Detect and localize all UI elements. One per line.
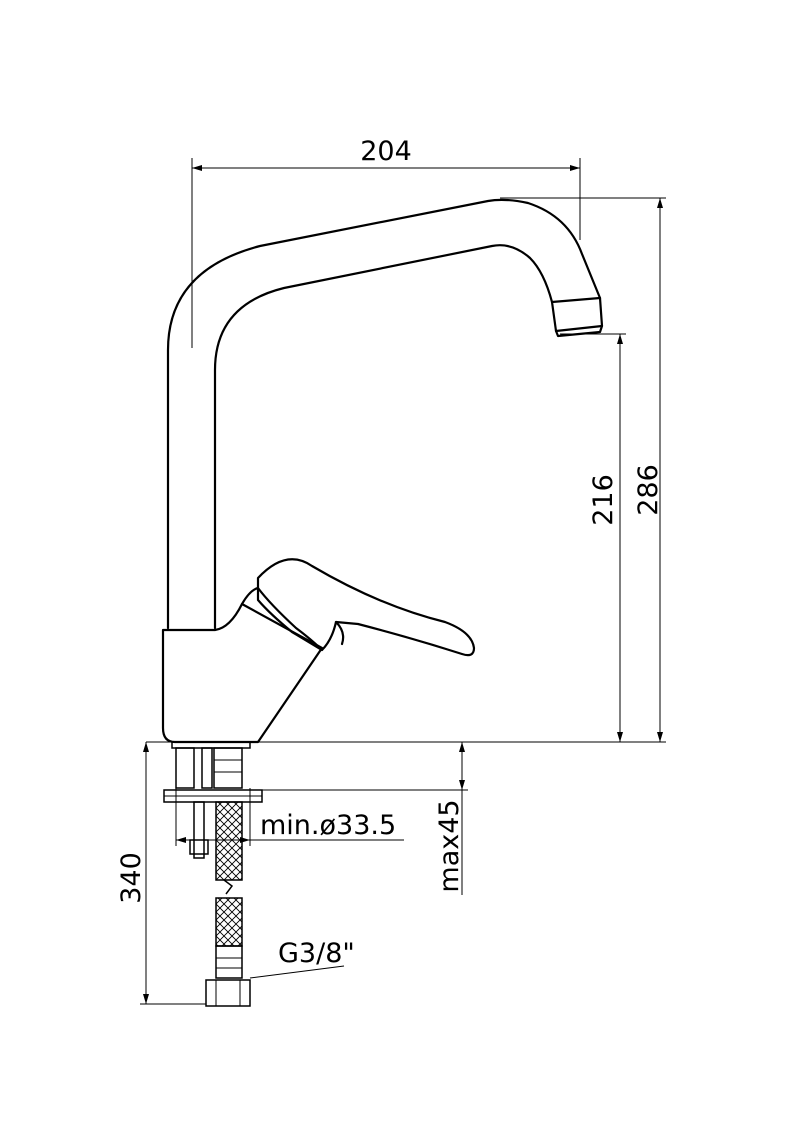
thread-callout: G3/8" <box>249 938 355 979</box>
lever-joint <box>334 620 345 646</box>
lever-cartridge <box>240 586 324 652</box>
dimension-deck-thickness: max45 <box>262 742 468 895</box>
mounting-shank <box>175 747 195 789</box>
dimension-340-label: 340 <box>116 852 147 904</box>
dimension-max45-label: max45 <box>434 799 465 892</box>
hose-braid-upper <box>215 801 243 881</box>
rod-nut <box>189 839 209 855</box>
dimension-286-label: 286 <box>633 464 664 516</box>
threaded-rod <box>193 801 205 859</box>
hose-ferrule <box>215 945 243 979</box>
connection-nut <box>205 979 251 1007</box>
dimension-hole-label: min.ø33.5 <box>260 810 396 841</box>
dimension-spout-reach: 204 <box>191 136 581 348</box>
shank-insert <box>201 747 213 789</box>
lever-handle <box>256 558 476 657</box>
hose-break-mark <box>223 879 234 895</box>
mounting-assembly <box>163 741 263 859</box>
hose-braid-lower <box>215 897 243 947</box>
dimension-arrows <box>459 742 465 790</box>
dimension-spout-height: 216 <box>560 333 626 742</box>
faucet-outline <box>161 198 604 744</box>
spout-inner <box>213 244 554 630</box>
flexible-hose <box>205 801 251 1007</box>
mixer-body <box>161 602 324 744</box>
thread-label: G3/8" <box>278 938 355 969</box>
dimension-216-label: 216 <box>588 474 619 526</box>
leader-line <box>249 965 345 979</box>
spout-outer <box>166 198 602 630</box>
dimension-204-label: 204 <box>360 136 412 167</box>
aerator <box>550 296 604 333</box>
hose-nut-upper <box>213 747 243 789</box>
dimension-total-height: 286 <box>500 197 666 743</box>
dimension-hose-length: 340 <box>116 742 206 1005</box>
dimension-hole-diameter: min.ø33.5 <box>175 788 404 846</box>
